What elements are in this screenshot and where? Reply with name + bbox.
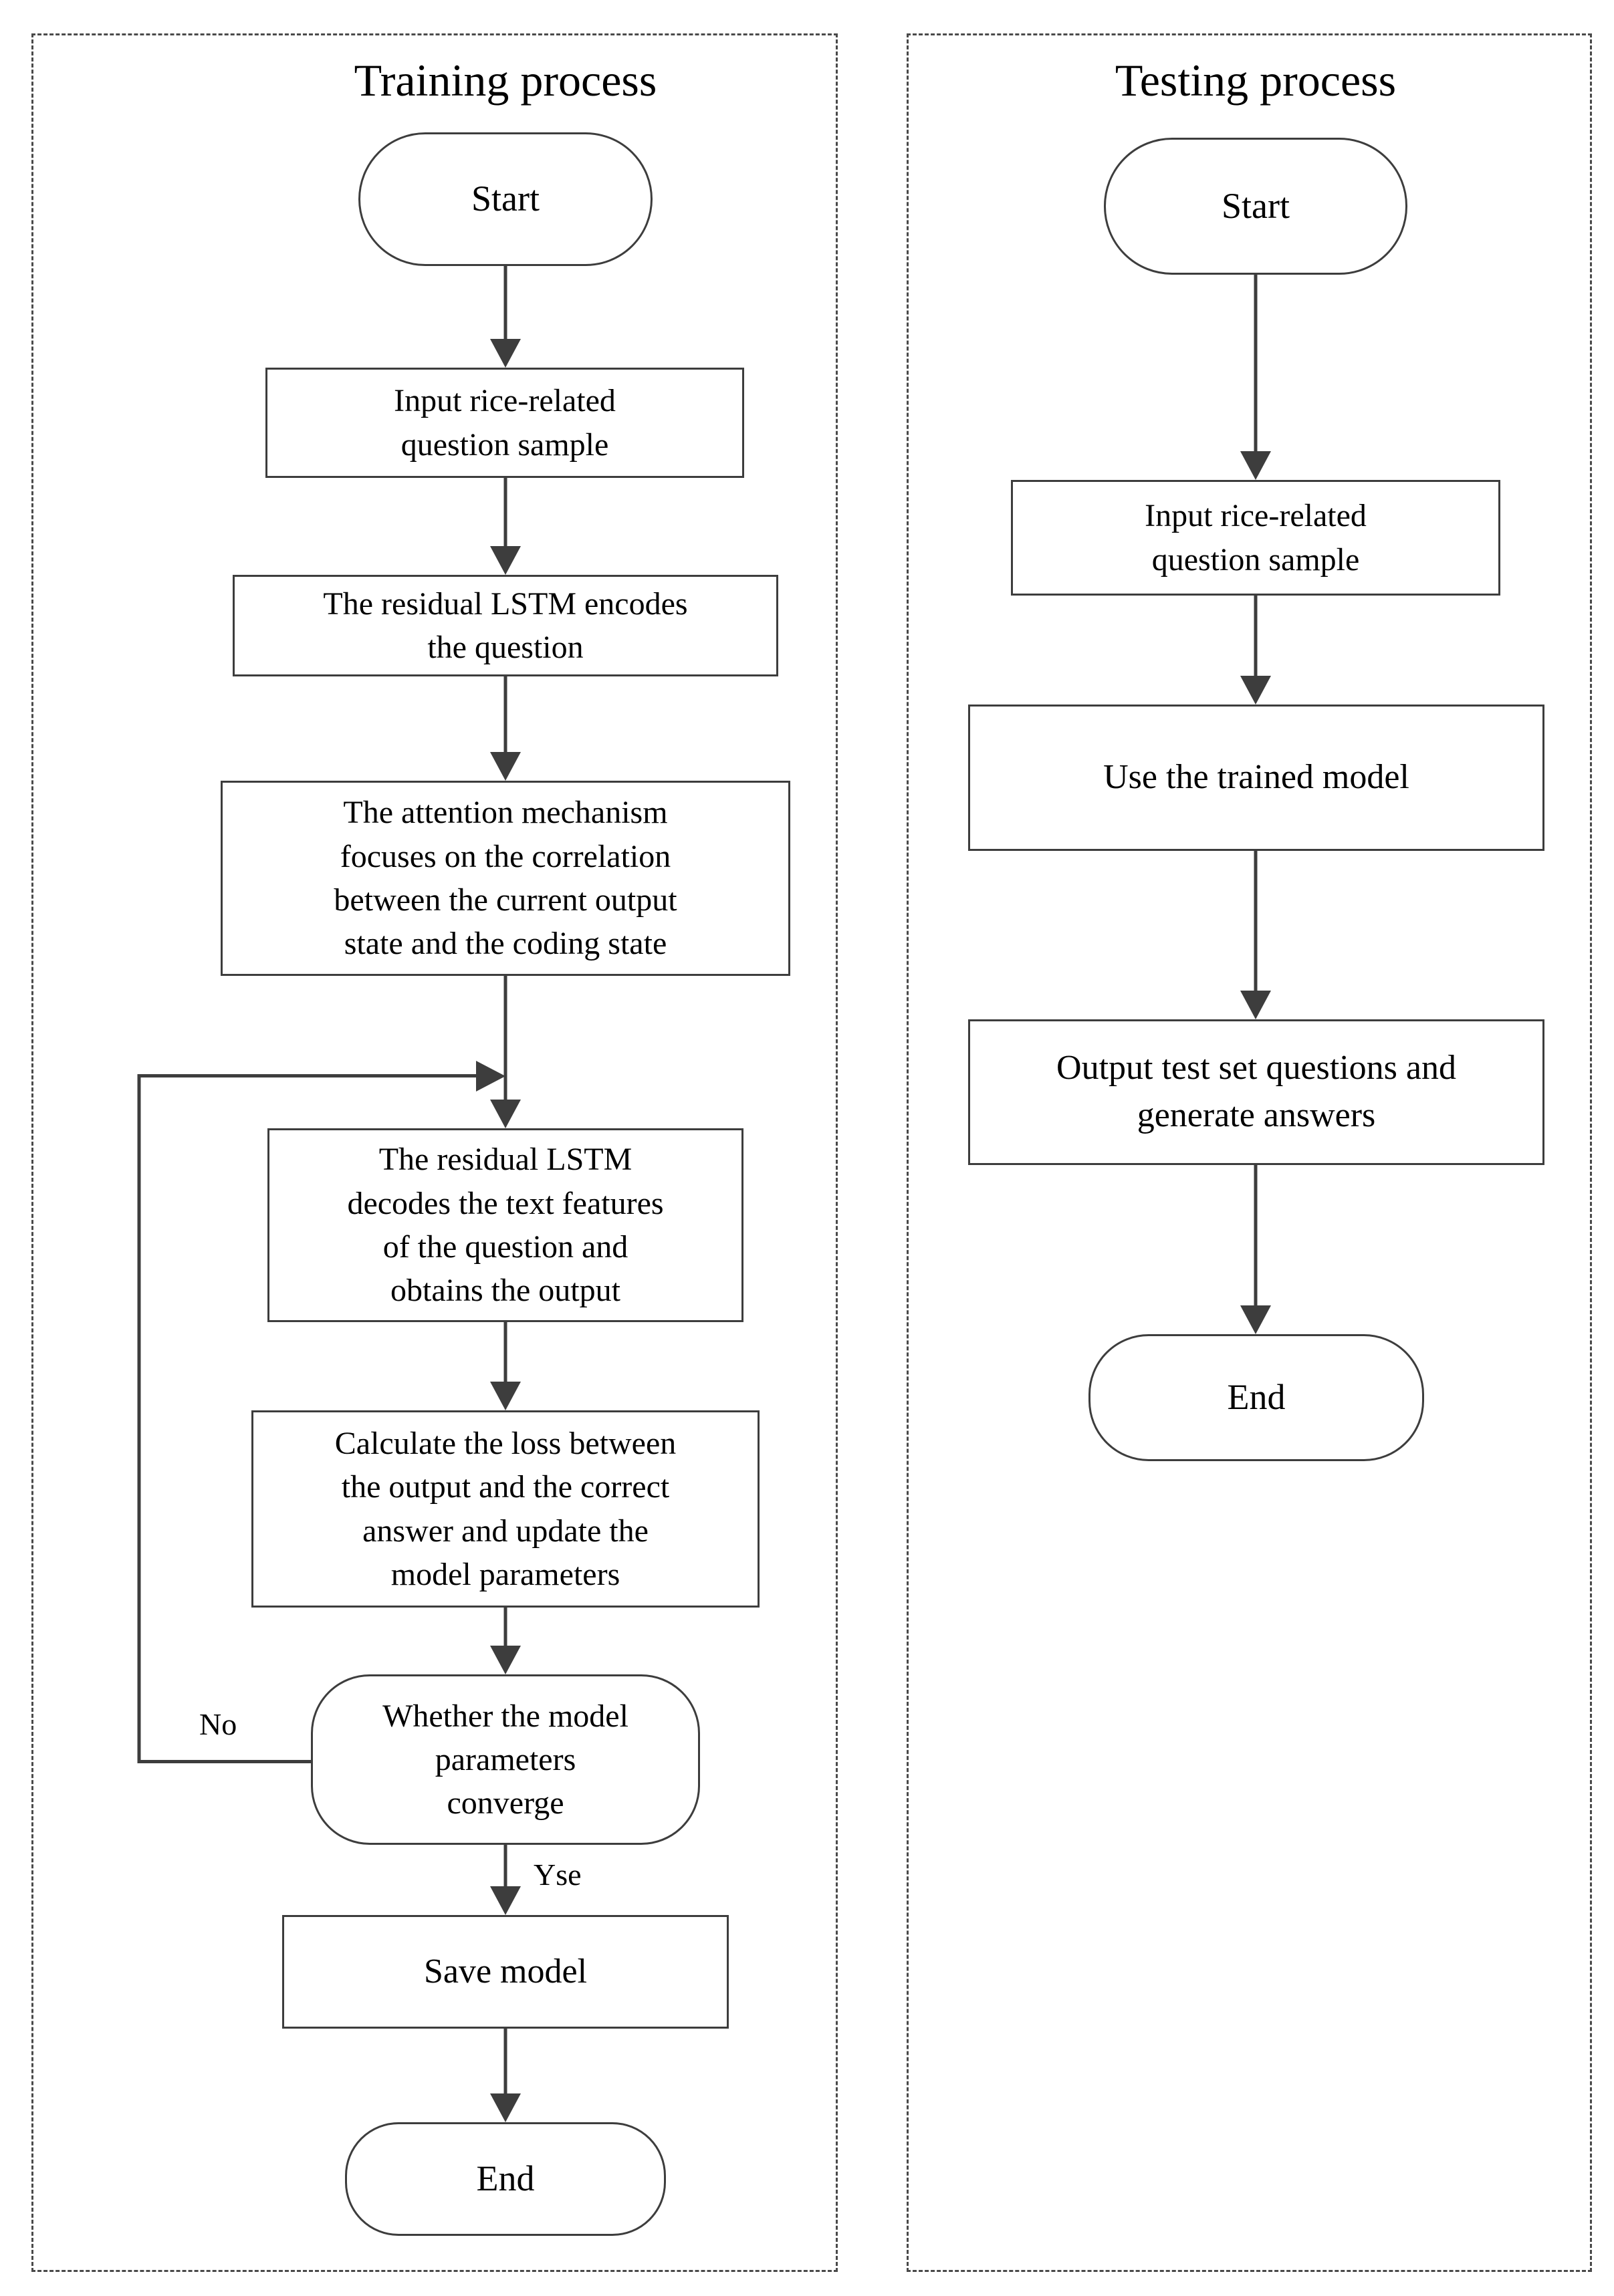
testing-arrow-4-head	[1240, 1305, 1271, 1334]
testing-panel-border	[907, 33, 1592, 2272]
training-decision-node: Whether the model parameters converge	[311, 1674, 700, 1845]
testing-arrow-1-line	[1254, 275, 1258, 452]
training-yes-label: Yse	[534, 1858, 582, 1892]
feedback-line-vertical	[137, 1074, 141, 1763]
training-loss-box: Calculate the loss between the output an…	[251, 1410, 760, 1608]
training-encode-box: The residual LSTM encodes the question	[233, 575, 778, 676]
testing-arrow-4-line	[1254, 1165, 1258, 1306]
testing-arrow-2-line	[1254, 596, 1258, 676]
training-title: Training process	[354, 55, 657, 106]
testing-start-node: Start	[1104, 138, 1407, 275]
testing-use-model-box: Use the trained model	[968, 705, 1544, 851]
testing-end-node: End	[1088, 1334, 1424, 1461]
training-panel-border	[31, 33, 838, 2272]
training-arrow-5-head	[490, 1382, 521, 1410]
training-decode-box: The residual LSTM decodes the text featu…	[267, 1128, 743, 1322]
training-arrow-2-head	[490, 546, 521, 575]
testing-input-box: Input rice-related question sample	[1011, 480, 1500, 596]
training-arrow-3-line	[503, 676, 507, 753]
training-arrow-7-head	[490, 1886, 521, 1915]
training-end-node: End	[345, 2122, 666, 2236]
training-arrow-6-head	[490, 1646, 521, 1674]
training-attention-box: The attention mechanism focuses on the c…	[221, 781, 790, 976]
training-arrow-4-head	[490, 1100, 521, 1128]
testing-arrow-3-line	[1254, 851, 1258, 991]
training-arrow-5-line	[503, 1322, 507, 1382]
testing-output-box: Output test set questions and generate a…	[968, 1019, 1544, 1165]
training-arrow-2-line	[503, 478, 507, 547]
training-arrow-4-line	[503, 976, 507, 1100]
training-save-box: Save model	[282, 1915, 729, 2029]
training-arrow-1-head	[490, 339, 521, 368]
training-no-label: No	[199, 1707, 237, 1741]
training-arrow-8-head	[490, 2093, 521, 2122]
feedback-line-bottom	[138, 1760, 311, 1763]
training-arrow-8-line	[503, 2029, 507, 2094]
testing-title: Testing process	[1115, 55, 1397, 106]
testing-arrow-3-head	[1240, 991, 1271, 1019]
feedback-arrow-head	[476, 1061, 505, 1092]
training-start-node: Start	[358, 132, 653, 266]
training-input-box: Input rice-related question sample	[265, 368, 744, 478]
training-arrow-1-line	[503, 266, 507, 340]
training-arrow-6-line	[503, 1608, 507, 1646]
testing-arrow-2-head	[1240, 676, 1271, 705]
training-arrow-3-head	[490, 752, 521, 781]
training-arrow-7-line	[503, 1845, 507, 1887]
feedback-line-horizontal	[138, 1074, 477, 1077]
testing-arrow-1-head	[1240, 451, 1271, 480]
